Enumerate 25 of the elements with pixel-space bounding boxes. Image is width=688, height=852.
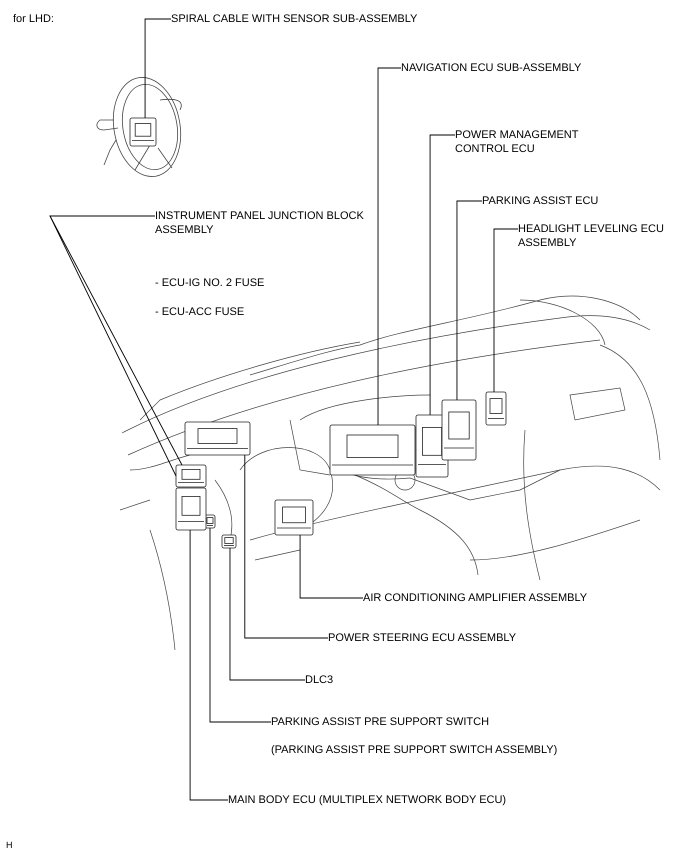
junction-block-drawing xyxy=(176,464,206,488)
leader-line xyxy=(210,528,272,722)
ecu-module-drawing xyxy=(442,400,476,460)
navigation-unit-drawing xyxy=(330,424,416,476)
leader-line xyxy=(244,454,328,638)
leader-line xyxy=(190,530,228,800)
leader-line xyxy=(230,548,306,680)
spiral-cable-drawing xyxy=(130,118,156,146)
part-note: - ECU-IG NO. 2 FUSE xyxy=(155,276,264,290)
leader-line xyxy=(144,18,172,118)
ecu-module-drawing xyxy=(486,392,506,426)
leader-line xyxy=(378,68,402,426)
ecu-module-drawing xyxy=(176,488,206,530)
part-note: (PARKING ASSIST PRE SUPPORT SWITCH ASSEMBLY) xyxy=(271,743,558,757)
leader-line xyxy=(456,200,482,400)
part-note: - ECU-ACC FUSE xyxy=(155,305,244,319)
amplifier-drawing xyxy=(274,500,314,536)
leader-line xyxy=(430,134,456,416)
leader-line xyxy=(300,534,364,598)
leader-line xyxy=(494,228,518,392)
heading-note: for LHD: xyxy=(13,12,54,26)
part-label: MAIN BODY ECU (MULTIPLEX NETWORK BODY ECU) xyxy=(228,793,506,807)
ecu-module-drawing xyxy=(184,422,250,456)
connector-drawing xyxy=(222,534,236,548)
page-mark: H xyxy=(6,839,12,852)
